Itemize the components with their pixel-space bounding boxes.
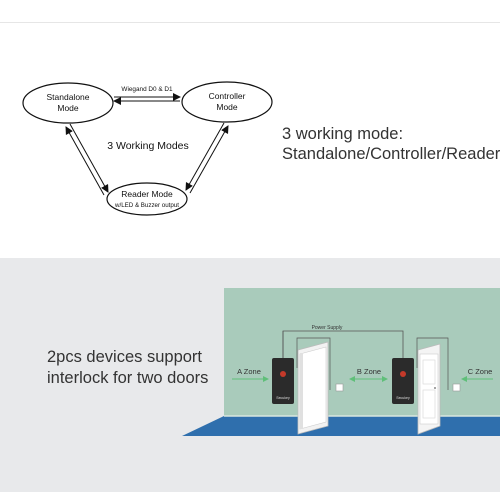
zone-b-label: B Zone	[357, 367, 381, 376]
caption-interlock-line2: interlock for two doors	[47, 369, 209, 387]
working-modes-caption: 3 working mode: Standalone/Controller/Re…	[282, 124, 500, 164]
zone-b: B Zone	[349, 367, 388, 382]
standalone-mode-line2: Mode	[57, 103, 79, 113]
working-modes-panel: Standalone Mode Controller Mode Reader M…	[22, 81, 500, 216]
controller-mode-line1: Controller	[209, 91, 246, 101]
working-modes-diagram: Standalone Mode Controller Mode Reader M…	[22, 81, 273, 216]
controller-reader-link	[185, 122, 229, 194]
reader-mode-line2: w/LED & Buzzer output	[114, 202, 179, 209]
access-reader-1: Secukey	[272, 358, 294, 404]
power-supply-wiring: Power Supply	[282, 325, 449, 390]
standalone-mode-line1: Standalone	[46, 92, 89, 102]
interlock-caption: 2pcs devices support interlock for two d…	[47, 347, 208, 389]
zone-c-label: C Zone	[468, 367, 493, 376]
exit-button-2	[452, 383, 461, 392]
zone-c: C Zone	[461, 367, 493, 382]
exit-button-1	[335, 383, 344, 392]
door-1	[297, 341, 329, 435]
interlock-diagram: Power Supply Secukey Secukey	[182, 288, 500, 436]
caption-modes-line1: 3 working mode:	[282, 125, 404, 143]
top-divider	[0, 22, 500, 23]
zone-a-label: A Zone	[237, 367, 261, 376]
interlock-panel: 2pcs devices support interlock for two d…	[0, 258, 500, 492]
access-reader-2: Secukey	[392, 358, 414, 404]
controller-mode-line2: Mode	[216, 102, 238, 112]
working-modes-title: 3 Working Modes	[107, 140, 189, 152]
power-supply-label: Power Supply	[312, 325, 343, 331]
wiegand-label: Wiegand D0 & D1	[121, 86, 173, 93]
wiegand-link: Wiegand D0 & D1	[113, 86, 181, 105]
caption-modes-line2: Standalone/Controller/Reader	[282, 145, 500, 163]
door-2	[417, 343, 441, 435]
controller-mode-node: Controller Mode	[181, 81, 273, 123]
standalone-reader-link	[65, 123, 109, 196]
reader-mode-line1: Reader Mode	[121, 189, 173, 199]
reader-mode-node: Reader Mode w/LED & Buzzer output	[106, 182, 188, 216]
zone-a: A Zone	[232, 367, 269, 382]
standalone-mode-node: Standalone Mode	[22, 82, 114, 124]
floor	[182, 416, 500, 436]
device-2-brand: Secukey	[396, 396, 410, 400]
wall	[224, 288, 500, 416]
device-1-brand: Secukey	[276, 396, 290, 400]
caption-interlock-line1: 2pcs devices support	[47, 348, 203, 366]
